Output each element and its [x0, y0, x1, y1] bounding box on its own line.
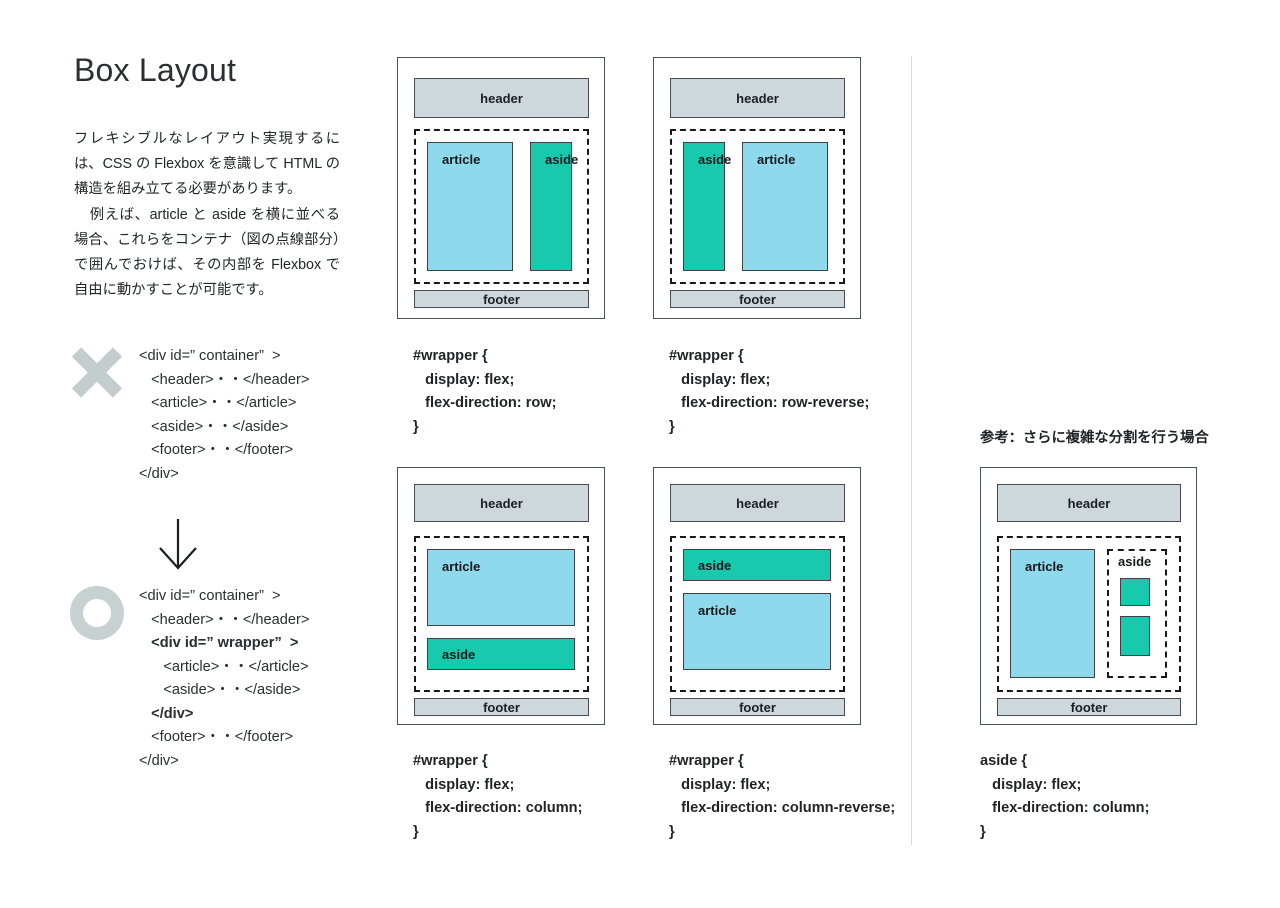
diagram-row-header: header	[414, 78, 589, 118]
css-snippet-nested-aside: aside { display: flex; flex-direction: c…	[980, 753, 1150, 840]
css-snippet-row: #wrapper { display: flex; flex-direction…	[413, 348, 557, 435]
html-good-wrapper-open: <div id=” wrapper” >	[151, 635, 299, 651]
note-label: 参考：さらに複雑な分割を行う場合	[980, 430, 1209, 446]
o-mark-icon	[70, 586, 124, 640]
diagram-row-aside: aside	[530, 142, 578, 271]
diagram-column-reverse-footer: footer	[670, 698, 845, 716]
diagram-column-wrapper	[414, 536, 589, 692]
html-good-pre: <div id=” container” > <header>・・</heade…	[139, 588, 310, 628]
diagram-column-aside: aside	[427, 638, 575, 670]
diagram-row-reverse-article: article	[742, 142, 828, 271]
diagram-column-reverse-article: article	[683, 593, 831, 670]
diagram-nested-aside: header article aside footer	[980, 467, 1197, 725]
diagram-row-footer: footer	[414, 290, 589, 308]
diagram-row-reverse-footer: footer	[670, 290, 845, 308]
diagram-nested-aside-container	[1107, 549, 1167, 678]
html-example-bad: <div id=” container” > <header>・・</heade…	[139, 348, 310, 482]
diagram-row: header article aside footer	[397, 57, 605, 319]
diagram-nested-wrapper	[997, 536, 1181, 692]
diagram-row-reverse-header: header	[670, 78, 845, 118]
html-good-post: <footer>・・</footer> </div>	[139, 729, 294, 769]
diagram-column-header: header	[414, 484, 589, 522]
diagram-column-reverse-header: header	[670, 484, 845, 522]
diagram-nested-aside-label: aside	[1118, 554, 1152, 569]
arrow-down-icon	[159, 519, 197, 570]
diagram-nested-footer: footer	[997, 698, 1181, 716]
diagram-nested-aside-item-1	[1120, 578, 1150, 606]
html-good-mid: <article>・・</article> <aside>・・</aside>	[163, 658, 309, 699]
html-good-wrapper-close: </div>	[151, 705, 194, 722]
page-title: Box Layout	[74, 52, 237, 88]
diagram-row-reverse-aside: aside	[683, 142, 731, 271]
diagram-nested-aside-item-2	[1120, 616, 1150, 656]
diagram-row-reverse: header aside article footer	[653, 57, 861, 319]
intro-paragraphs: フレキシブルなレイアウト実現するには、CSS の Flexbox を意識して H…	[74, 127, 340, 303]
diagram-row-article: article	[427, 142, 513, 271]
css-snippet-column-reverse: #wrapper { display: flex; flex-direction…	[669, 753, 896, 840]
intro-paragraph-1: フレキシブルなレイアウト実現するには、CSS の Flexbox を意識して H…	[74, 131, 340, 198]
html-example-good: <div id=” container” > <header>・・</heade…	[139, 585, 309, 773]
intro-paragraph-2: 例えば、article と aside を横に並べる場合、これらをコンテナ（図の…	[74, 206, 340, 299]
css-snippet-column: #wrapper { display: flex; flex-direction…	[413, 753, 583, 840]
css-snippet-row-reverse: #wrapper { display: flex; flex-direction…	[669, 348, 870, 435]
diagram-column: header article aside footer	[397, 467, 605, 725]
diagram-column-reverse: header aside article footer	[653, 467, 861, 725]
diagram-column-footer: footer	[414, 698, 589, 716]
diagram-column-reverse-aside: aside	[683, 549, 831, 581]
vertical-divider	[911, 56, 913, 845]
diagram-column-reverse-wrapper	[670, 536, 845, 692]
diagram-nested-header: header	[997, 484, 1181, 522]
diagram-column-article: article	[427, 549, 575, 626]
x-mark-icon	[68, 343, 126, 401]
diagram-nested-article: article	[1010, 549, 1095, 678]
diagram-row-wrapper	[414, 129, 589, 284]
diagram-row-reverse-wrapper	[670, 129, 845, 284]
